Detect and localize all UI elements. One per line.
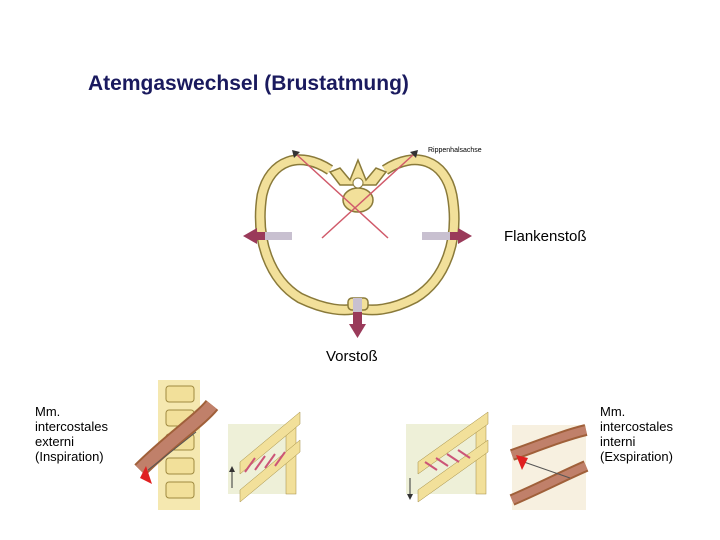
rib-illustration-right: [509, 424, 589, 510]
front-label: Vorstoß: [326, 348, 378, 365]
flank-arrow-left: [243, 228, 292, 244]
left-caption: Mm. intercostales externi (Inspiration): [35, 404, 108, 464]
vertebra-shape: [328, 157, 388, 213]
flank-arrow-right: [422, 228, 472, 244]
axis-label: Rippenhalsachse: [428, 147, 482, 154]
spine-illustration-left: [134, 380, 219, 510]
rib-panel-right: [406, 411, 489, 503]
front-arrow: [349, 298, 366, 338]
rib-panel-left: [228, 411, 301, 503]
flank-label: Flankenstoß: [504, 228, 587, 245]
rib-neck-axes: [292, 150, 418, 239]
right-caption: Mm. intercostales interni (Exspiration): [600, 404, 673, 464]
page-title: Atemgaswechsel (Brustatmung): [88, 72, 409, 95]
